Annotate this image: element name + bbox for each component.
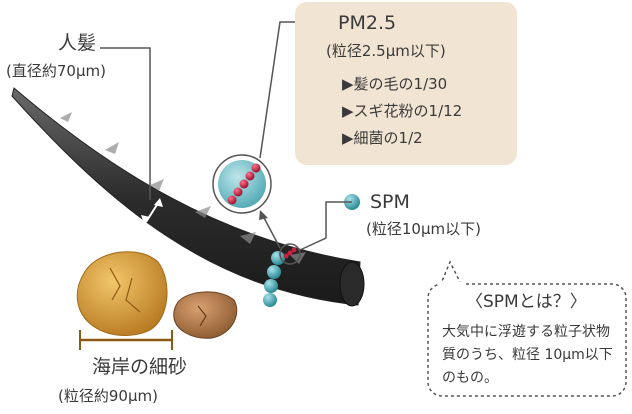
spm-definition-text: 大気中に浮遊する粒子状物質のうち、粒径 10μm以下のもの。 — [442, 324, 613, 386]
sand-dimension-bar — [79, 330, 173, 350]
hair-leader-line — [100, 47, 151, 200]
pm25-on-hair-marker — [279, 243, 301, 265]
spm-particles — [263, 251, 285, 307]
pm25-comparison-hair: ▶髪の毛の1/30 — [342, 75, 448, 93]
hair-size-label: (直径約70μm) — [6, 62, 106, 80]
pm25-comparison-pollen: ▶スギ花粉の1/12 — [342, 102, 463, 120]
hair-diameter-arrow — [141, 198, 163, 224]
spm-label: SPM — [370, 191, 410, 213]
spm-definition-bubble — [427, 260, 627, 397]
sand-size-label: (粒径約90μm) — [58, 387, 158, 405]
spm-leader — [299, 194, 360, 251]
hair-strand — [11, 87, 365, 307]
pm25-comparison-bacteria: ▶細菌の1/2 — [342, 129, 423, 147]
pm25-label: PM2.5 — [338, 12, 397, 34]
pm25-size-label: (粒径2.5μm以下) — [326, 42, 446, 60]
sand-grain-small — [173, 291, 238, 339]
spm-size-label: (粒径10μm以下) — [366, 220, 481, 238]
sand-label: 海岸の細砂 — [92, 356, 188, 378]
magnified-particle — [212, 154, 272, 214]
pm25-info-box — [295, 2, 517, 165]
spm-definition-title: 〈SPMとは？〉 — [466, 292, 587, 312]
hair-label: 人髪 — [58, 32, 97, 54]
sand-grain-large — [76, 251, 168, 337]
zoom-arrow — [261, 213, 281, 249]
